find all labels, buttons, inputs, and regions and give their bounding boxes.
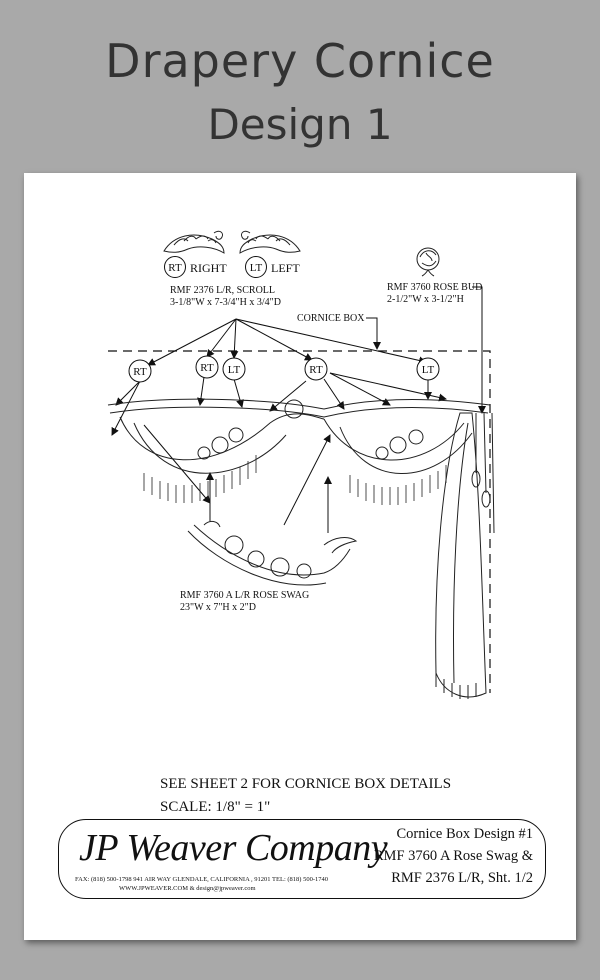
svg-text:RT: RT	[309, 364, 323, 376]
page-title-line2: Design 1	[207, 100, 393, 149]
scroll-ornament-right	[163, 230, 225, 254]
company-web-email: WWW.JPWEAVER.COM & design@jpweaver.com	[119, 885, 256, 892]
swag-dims-label: 23"W x 7"H x 2"D	[180, 602, 256, 613]
lt-tag-1: LT	[222, 357, 246, 381]
rosebud-dims-label: 2-1/2"W x 3-1/2"H	[387, 294, 464, 305]
scroll-ornament-left	[239, 230, 301, 254]
scale-note: SCALE: 1/8" = 1"	[160, 799, 271, 815]
lt-legend-tag: LT	[250, 262, 263, 274]
rose-swag-ornament	[187, 520, 358, 586]
rosebud-part-label: RMF 3760 ROSE BUD	[387, 282, 482, 293]
rosebud-leader	[472, 286, 486, 414]
page-title-line1: Drapery Cornice	[105, 34, 495, 88]
cornice-box-label: CORNICE BOX	[297, 313, 365, 324]
design-title: Cornice Box Design #1	[396, 826, 533, 842]
swag-part-label: RMF 3760 A L/R ROSE SWAG	[180, 590, 309, 601]
company-address: FAX: (818) 500-1798 941 AIR WAY GLENDALE…	[75, 876, 329, 883]
rt-tag-2: RT	[195, 355, 219, 379]
swag-garland-assembly	[107, 398, 495, 699]
right-label: RIGHT	[190, 261, 227, 275]
rose-bud-ornament	[416, 247, 440, 277]
rt-tag-3: RT	[304, 357, 328, 381]
tag-leader-lines	[111, 318, 447, 533]
design-part-2: RMF 2376 L/R, Sht. 1/2	[391, 870, 533, 886]
drawing-sheet: RT RIGHT LT LEFT RMF 2376 L/R, SCROLL 3-…	[24, 173, 576, 940]
left-label: LEFT	[271, 261, 300, 275]
rt-legend-tag: RT	[168, 262, 182, 274]
svg-text:RT: RT	[133, 366, 147, 378]
cornice-box-outline	[108, 350, 491, 693]
rt-tag-1: RT	[128, 359, 152, 383]
cornice-box-leader	[366, 317, 381, 350]
lt-legend-circle	[245, 256, 267, 278]
lt-tag-2: LT	[416, 357, 440, 381]
svg-text:RT: RT	[200, 362, 214, 374]
title-block: JP Weaver Company FAX: (818) 500-1798 94…	[58, 819, 546, 899]
svg-text:LT: LT	[228, 364, 241, 376]
cornice-drawing: RT RIGHT LT LEFT RMF 2376 L/R, SCROLL 3-…	[107, 230, 495, 699]
scroll-dims-label: 3-1/8"W x 7-3/4"H x 3/4"D	[170, 297, 281, 308]
svg-text:LT: LT	[422, 364, 435, 376]
see-sheet-note: SEE SHEET 2 FOR CORNICE BOX DETAILS	[160, 776, 452, 792]
company-logo: JP Weaver Company	[79, 827, 388, 869]
design-part-1: RMF 3760 A Rose Swag &	[373, 848, 533, 864]
scroll-part-label: RMF 2376 L/R, SCROLL	[170, 285, 275, 296]
rt-legend-circle	[164, 256, 186, 278]
